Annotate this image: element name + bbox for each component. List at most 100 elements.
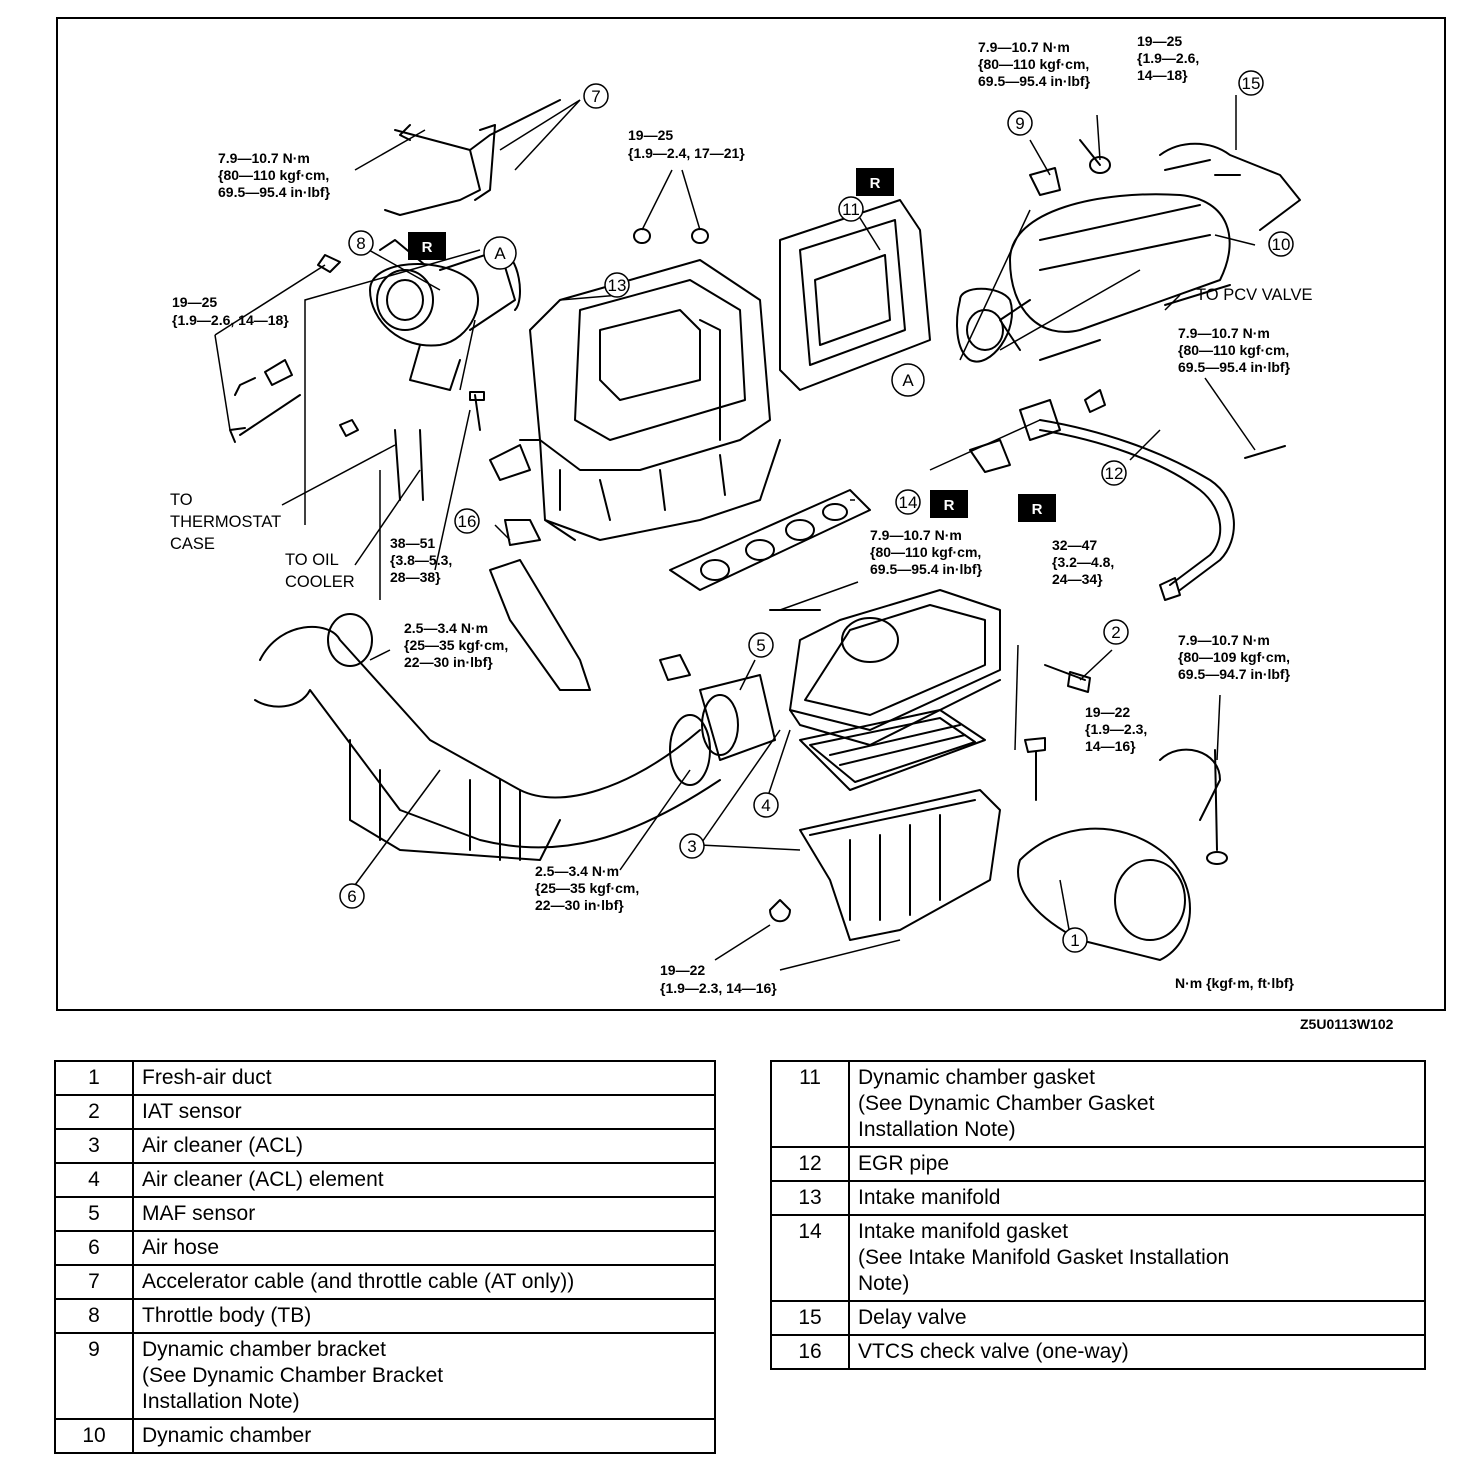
legend-number: 10 <box>54 1418 134 1454</box>
air-cleaner-element-drawing <box>799 709 986 791</box>
callout-5: 5 <box>748 632 774 658</box>
view-mark-a: A <box>891 363 925 397</box>
reuse-mark: R <box>408 232 446 260</box>
legend-line: VTCS check valve (one-way) <box>858 1340 1129 1363</box>
legend-line: Installation Note) <box>142 1390 300 1413</box>
legend-line: Throttle body (TB) <box>142 1304 312 1327</box>
legend-description: Throttle body (TB) <box>132 1298 716 1334</box>
svg-text:4: 4 <box>761 796 770 815</box>
legend-description: Accelerator cable (and throttle cable (A… <box>132 1264 716 1300</box>
legend-description: Air hose <box>132 1230 716 1266</box>
reuse-mark: R <box>1018 494 1056 522</box>
torque-spec: 19—22{1.9—2.3, 14—16} <box>660 962 777 996</box>
legend-line: Intake manifold <box>858 1186 1001 1209</box>
torque-spec: 7.9—10.7 N·m{80—110 kgf·cm,69.5—95.4 in·… <box>1178 325 1291 375</box>
torque-spec: 7.9—10.7 N·m{80—109 kgf·cm,69.5—94.7 in·… <box>1178 632 1291 682</box>
legend-line: Installation Note) <box>858 1118 1016 1141</box>
svg-text:10: 10 <box>1272 235 1291 254</box>
torque-spec: 7.9—10.7 N·m{80—110 kgf·cm,69.5—95.4 in·… <box>978 39 1091 89</box>
view-mark-a: A <box>483 236 517 270</box>
units-note: N·m {kgf·m, ft·lbf} <box>1175 975 1295 991</box>
torque-spec: 19—25{1.9—2.6,14—18} <box>1137 33 1199 83</box>
legend-line: Note) <box>858 1272 910 1295</box>
legend-line: (See Dynamic Chamber Bracket <box>142 1364 444 1387</box>
legend-number: 11 <box>770 1060 850 1148</box>
svg-text:R: R <box>422 239 433 256</box>
reuse-mark: R <box>856 168 894 196</box>
callout-7: 7 <box>583 83 609 109</box>
torque-spec: 19—25{1.9—2.6, 14—18} <box>172 294 289 328</box>
torque-spec: 19—25{1.9—2.4, 17—21} <box>628 127 745 161</box>
callout-15: 15 <box>1238 70 1264 96</box>
callout-3: 3 <box>679 833 705 859</box>
legend-description: Air cleaner (ACL) element <box>132 1162 716 1198</box>
svg-text:3: 3 <box>687 837 696 856</box>
callout-16: 16 <box>454 508 480 534</box>
maf-sensor-drawing <box>659 654 776 761</box>
legend-description: Fresh-air duct <box>132 1060 716 1096</box>
torque-spec: 19—22{1.9—2.3,14—16} <box>1085 704 1147 754</box>
legend-description: EGR pipe <box>848 1146 1426 1182</box>
legend-row: 11 Dynamic chamber gasket (See Dynamic Cha… <box>770 1060 1426 1148</box>
callout-2: 2 <box>1103 619 1129 645</box>
legend-number: 9 <box>54 1332 134 1420</box>
intake-manifold-gasket-drawing <box>669 489 871 591</box>
legend-number: 2 <box>54 1094 134 1130</box>
legend-line: Dynamic chamber gasket <box>858 1066 1095 1089</box>
egr-pipe-drawing <box>969 389 1286 601</box>
intake-manifold-drawing <box>489 228 781 541</box>
legend-description: Dynamic chamber <box>132 1418 716 1454</box>
svg-text:A: A <box>902 371 914 390</box>
svg-text:R: R <box>944 497 955 514</box>
svg-text:5: 5 <box>756 636 765 655</box>
callout-14: 14 <box>895 489 921 515</box>
svg-text:13: 13 <box>608 276 627 295</box>
legend-line: Air hose <box>142 1236 220 1259</box>
torque-spec: 38—51{3.8—5.3,28—38} <box>390 535 452 585</box>
legend-number: 1 <box>54 1060 134 1096</box>
callout-11: 11 <box>838 196 864 222</box>
svg-text:R: R <box>870 175 881 192</box>
svg-text:15: 15 <box>1242 74 1261 93</box>
air-cleaner-lower-drawing <box>769 737 1046 941</box>
legend-description: MAF sensor <box>132 1196 716 1232</box>
callout-4: 4 <box>753 792 779 818</box>
dynamic-chamber-gasket-drawing <box>779 199 931 391</box>
legend-line: (See Intake Manifold Gasket Installation <box>858 1246 1230 1269</box>
legend-line: (See Dynamic Chamber Gasket <box>858 1092 1155 1115</box>
iat-sensor-drawing <box>1044 664 1091 693</box>
legend-number: 8 <box>54 1298 134 1334</box>
parts-legend-right: 11 Dynamic chamber gasket (See Dynamic Cha… <box>770 1060 1426 1370</box>
dynamic-chamber-bracket-drawing <box>1029 139 1241 196</box>
legend-description: Air cleaner (ACL) <box>132 1128 716 1164</box>
legend-row: 8 Throttle body (TB) <box>54 1298 716 1334</box>
figure-code: Z5U0113W102 <box>1300 1016 1394 1032</box>
reuse-mark: R <box>930 490 968 518</box>
torque-spec: 7.9—10.7 N·m{80—110 kgf·cm,69.5—95.4 in·… <box>218 150 331 200</box>
torque-specs: 7.9—10.7 N·m{80—110 kgf·cm,69.5—95.4 in·… <box>172 33 1291 996</box>
svg-text:8: 8 <box>356 234 365 253</box>
legend-line: Accelerator cable (and throttle cable (A… <box>142 1270 575 1293</box>
legend-line: Air cleaner (ACL) <box>142 1134 304 1157</box>
callout-6: 6 <box>339 883 365 909</box>
legend-description: Dynamic chamber gasket (See Dynamic Chamb… <box>848 1060 1426 1148</box>
svg-text:A: A <box>494 244 506 263</box>
legend-number: 15 <box>770 1300 850 1336</box>
svg-text:1: 1 <box>1070 931 1079 950</box>
svg-text:7: 7 <box>591 87 600 106</box>
vtcs-check-valve-drawing <box>489 519 591 691</box>
